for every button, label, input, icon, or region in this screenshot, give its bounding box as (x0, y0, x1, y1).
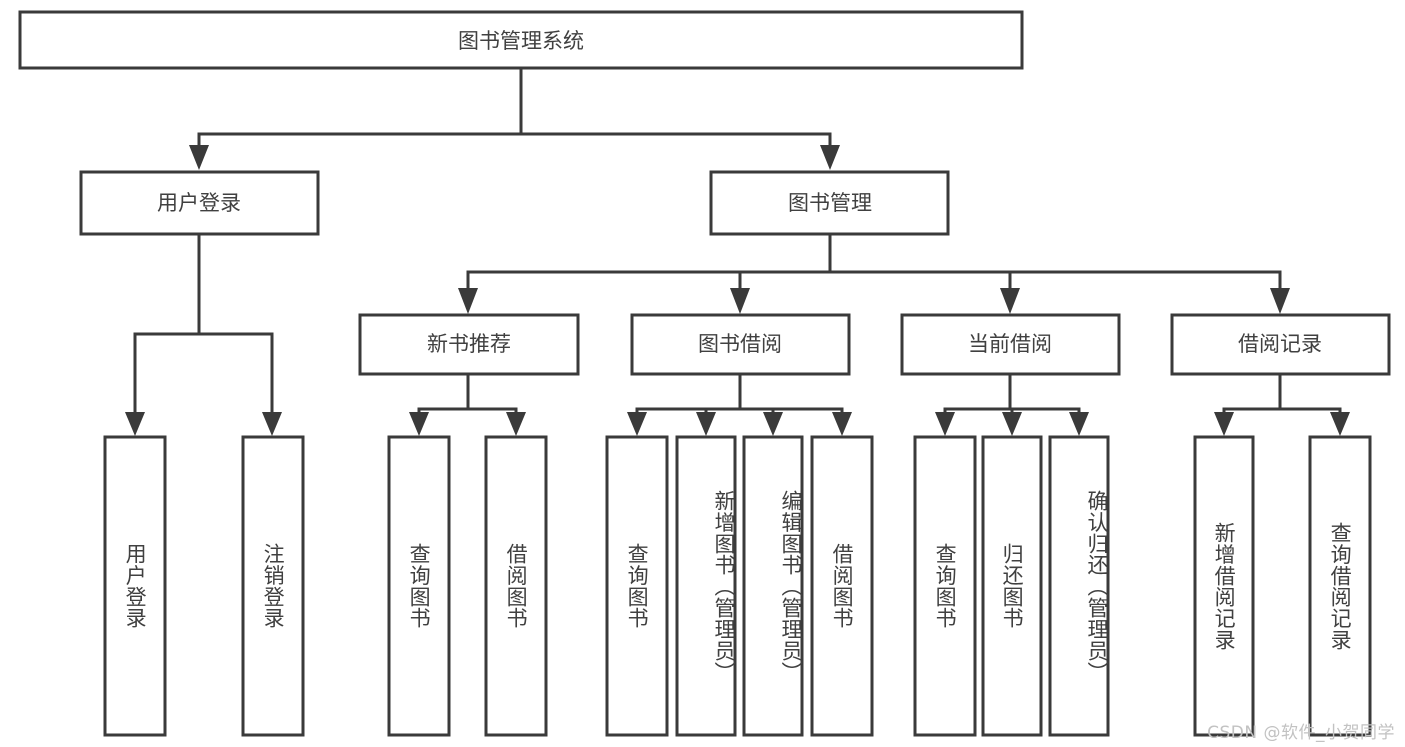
arrowhead-leaf-user-login (125, 412, 145, 436)
arrowhead-current-leaf-2 (1002, 412, 1022, 436)
leaf-box-query-book-current[interactable] (913, 435, 977, 737)
arrowhead-newbook-leaf-2 (506, 412, 526, 436)
leaf-box-user-login[interactable] (103, 435, 167, 737)
node-new-book-recommend-box[interactable] (358, 313, 580, 376)
watermark-text: CSDN @软件_小贺同学 (1207, 723, 1395, 743)
node-borrow-record[interactable]: 借阅记录 (1170, 313, 1391, 376)
node-root-box[interactable] (18, 10, 1024, 70)
arrowhead-newbook-leaf-1 (409, 412, 429, 436)
leaf-box-edit-book-admin[interactable] (742, 435, 804, 737)
node-book-borrow-box[interactable] (630, 313, 851, 376)
node-book-management-label: 图书管理 (788, 191, 872, 215)
leaf-box-borrow-book[interactable] (810, 435, 874, 737)
arrowhead-borrow-leaf-3 (763, 412, 783, 436)
node-book-borrow[interactable]: 图书借阅 (630, 313, 851, 376)
leaf-box-query-book-newrec[interactable] (387, 435, 451, 737)
arrowhead-current-leaf-1 (935, 412, 955, 436)
leaf-boxes-group (103, 435, 1372, 737)
leaf-box-borrow-book-newrec[interactable] (484, 435, 548, 737)
node-new-book-recommend[interactable]: 新书推荐 (358, 313, 580, 376)
arrowhead-borrow-leaf-2 (696, 412, 716, 436)
node-current-borrow-label: 当前借阅 (968, 332, 1052, 356)
node-root-label: 图书管理系统 (458, 29, 584, 53)
leaf-box-logout[interactable] (241, 435, 305, 737)
node-user-login[interactable]: 用户登录 (79, 170, 320, 236)
arrowhead-borrow-record (1270, 288, 1290, 314)
node-current-borrow-box[interactable] (900, 313, 1121, 376)
arrowhead-user-login (189, 145, 209, 170)
leaf-box-query-borrow-record[interactable] (1308, 435, 1372, 737)
leaf-box-query-book-borrow[interactable] (605, 435, 669, 737)
arrowhead-leaf-logout (262, 412, 282, 436)
node-book-management-box[interactable] (709, 170, 950, 236)
node-borrow-record-label: 借阅记录 (1238, 332, 1322, 356)
arrowhead-borrow-leaf-1 (627, 412, 647, 436)
node-new-book-recommend-label: 新书推荐 (427, 332, 511, 356)
arrowhead-current-borrow (1000, 288, 1020, 314)
node-user-login-box[interactable] (79, 170, 320, 236)
arrowhead-book-borrow (730, 288, 750, 314)
arrowhead-record-leaf-1 (1214, 412, 1234, 436)
node-book-borrow-label: 图书借阅 (698, 332, 782, 356)
arrowhead-book-mgmt (820, 145, 840, 170)
node-book-management[interactable]: 图书管理 (709, 170, 950, 236)
connectors-group (125, 66, 1350, 436)
node-root-system[interactable]: 图书管理系统 (18, 10, 1024, 70)
leaf-box-confirm-return-admin[interactable] (1048, 435, 1110, 737)
leaf-box-return-book[interactable] (981, 435, 1043, 737)
arrowhead-new-book-rec (458, 288, 478, 314)
arrowhead-borrow-leaf-4 (832, 412, 852, 436)
arrowhead-current-leaf-3 (1069, 412, 1089, 436)
leaf-box-add-borrow-record[interactable] (1193, 435, 1255, 737)
node-current-borrow[interactable]: 当前借阅 (900, 313, 1121, 376)
node-user-login-label: 用户登录 (157, 191, 241, 215)
leaf-box-add-book-admin[interactable] (675, 435, 737, 737)
arrowhead-record-leaf-2 (1330, 412, 1350, 436)
node-borrow-record-box[interactable] (1170, 313, 1391, 376)
